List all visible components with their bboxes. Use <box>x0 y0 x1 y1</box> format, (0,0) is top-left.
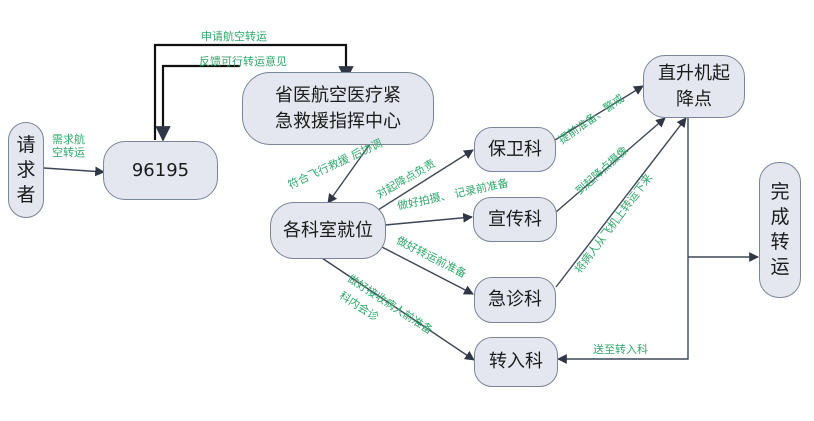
arrow-dept-to-receiving <box>321 257 475 361</box>
arrow-center-to-departments <box>327 143 371 204</box>
arrow-security-to-helipad <box>554 85 644 141</box>
arrow-helipad-to-receiving <box>557 118 689 364</box>
arrow-requester-to-hotline <box>43 166 105 177</box>
node-command-center: 省医航空医疗紧 急救援指挥中心 <box>242 72 434 145</box>
arrow-publicity-to-helipad <box>555 117 666 213</box>
arrow-hotline-to-center <box>153 43 354 140</box>
node-security: 保卫科 <box>474 127 556 172</box>
node-departments-ready: 各科室就位 <box>270 202 386 259</box>
node-helipad: 直升机起 降点 <box>643 55 745 118</box>
label-feedback: 反馈可行转运意见 <box>199 55 287 68</box>
arrow-dept-to-publicity <box>384 212 473 226</box>
arrow-dept-to-emergency <box>377 244 474 295</box>
label-request-need: 需求航 空转运 <box>52 133 85 159</box>
label-to-receiving: 送至转入科 <box>593 343 648 356</box>
arrow-center-to-hotline <box>155 64 240 142</box>
node-publicity: 宣传科 <box>473 197 557 242</box>
node-transfer-complete: 完 成 转 运 <box>759 162 801 298</box>
node-receiving: 转入科 <box>474 337 558 387</box>
node-emergency: 急诊科 <box>474 277 556 323</box>
arrow-emergency-to-helipad <box>555 117 687 288</box>
label-apply-transfer: 申请航空转运 <box>201 30 267 43</box>
arrow-dept-to-security <box>377 149 474 211</box>
node-hotline-96195: 96195 <box>103 141 218 200</box>
node-requester: 请 求 者 <box>8 122 44 218</box>
